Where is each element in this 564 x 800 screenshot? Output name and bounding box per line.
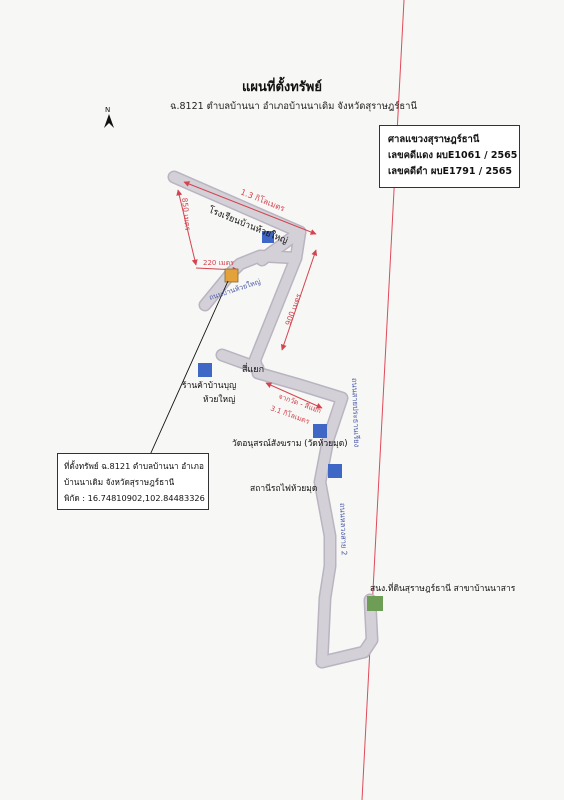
label-shop-2: ห้วยใหญ่ — [203, 394, 235, 405]
label-main-road: ถนนสายประธานเรียง — [350, 378, 361, 448]
label-shop: ร้านค้าบ้านบุญ — [182, 380, 236, 391]
label-land-office: สนง.ที่ดินสุราษฎร์ธานี สาขาบ้านนาสาร — [370, 582, 516, 594]
property-location-line-1: ที่ตั้งทรัพย์ ฉ.8121 ตำบลบ้านนา อำเภอ — [64, 461, 204, 471]
property-info-box: ที่ตั้งทรัพย์ ฉ.8121 ตำบลบ้านนา อำเภอ บ้… — [57, 453, 209, 510]
road-network — [167, 170, 379, 669]
school-marker-icon — [262, 231, 274, 243]
map-subtitle: ฉ.8121 ตำบลบ้านนา อำเภอบ้านนาเดิม จังหวั… — [170, 101, 417, 112]
svg-text:N: N — [105, 106, 110, 114]
label-road-2: ถนนหลวงสาย 2 — [338, 503, 349, 556]
label-temple: วัดอนุสรณ์สังฆราม (วัดห้วยมุด) — [232, 438, 348, 449]
land-office-marker-icon — [367, 596, 383, 611]
property-leader-line — [144, 280, 229, 462]
map-title: แผนที่ตั้งทรัพย์ — [242, 80, 322, 95]
margin-line — [361, 0, 405, 800]
black-case-number: เลขคดีดำ ผบE1791 / 2565 — [388, 166, 512, 177]
court-name: ศาลแขวงสุราษฎร์ธานี — [388, 134, 480, 145]
property-marker-icon — [224, 268, 239, 283]
north-arrow-icon: N — [104, 106, 114, 128]
station-marker-icon — [328, 464, 342, 478]
property-coordinates: พิกัด : 16.74810902,102.84483326 — [64, 493, 205, 503]
label-junction: สี่แยก — [242, 362, 264, 375]
label-station: สถานีรถไฟห้วยมุด — [250, 483, 317, 494]
court-info-box: ศาลแขวงสุราษฎร์ธานี เลขคดีแดง ผบE1061 / … — [379, 125, 520, 188]
property-location-line-2: บ้านนาเดิม จังหวัดสุราษฎร์ธานี — [64, 477, 175, 487]
label-220m: 220 เมตร — [203, 259, 234, 267]
shop-marker-icon — [198, 363, 212, 377]
label-850m: 850 เมตร — [180, 197, 192, 231]
temple-marker-icon — [313, 424, 327, 438]
red-case-number: เลขคดีแดง ผบE1061 / 2565 — [388, 150, 518, 161]
dimension-lines — [176, 181, 323, 409]
